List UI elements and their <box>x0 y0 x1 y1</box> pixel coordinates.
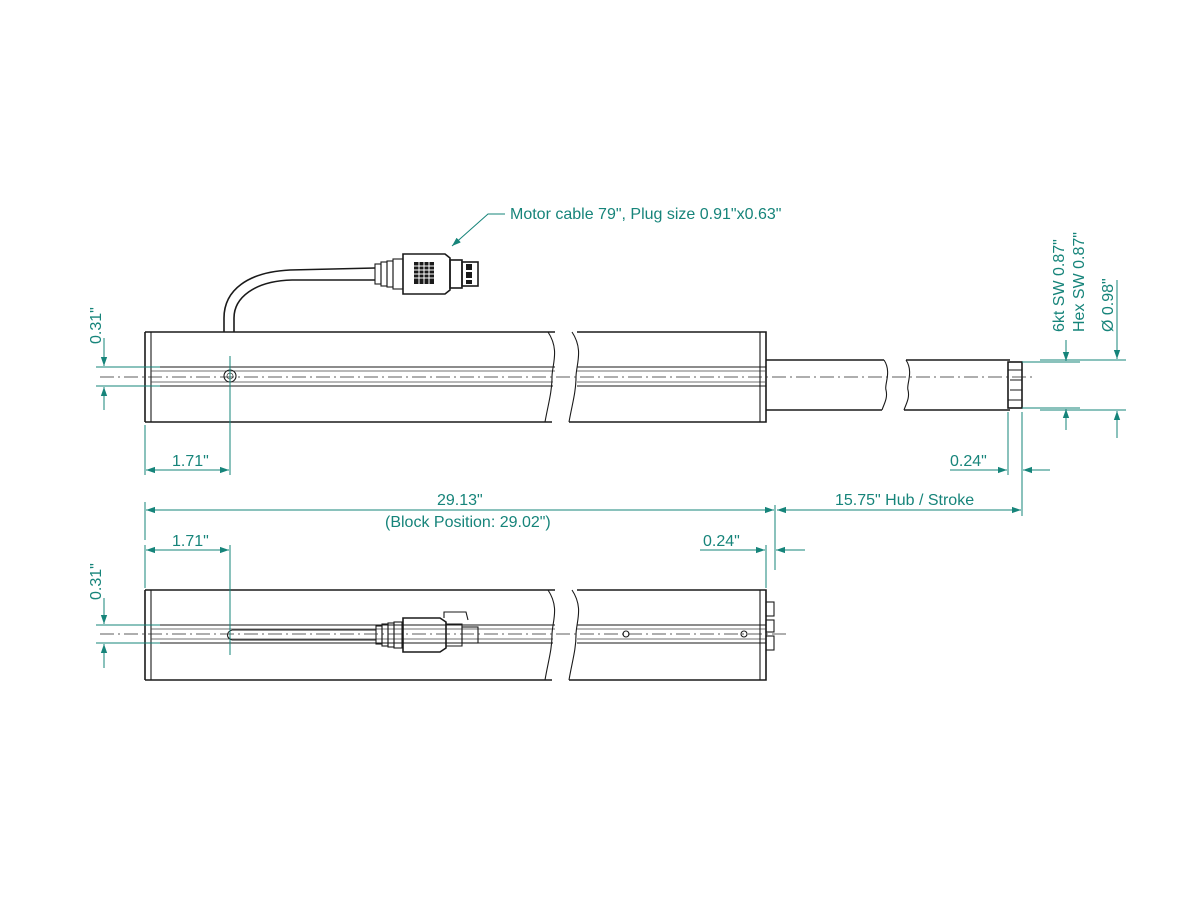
bottom-view-actuator <box>100 589 790 681</box>
top-end-offset: 0.24" <box>950 453 987 470</box>
bottom-dimensions: 0.31" 1.71" 0.24" <box>88 533 805 668</box>
bottom-end-offset: 0.24" <box>703 533 740 550</box>
motor-cable-callout: Motor cable 79", Plug size 0.91"x0.63" <box>451 206 781 247</box>
bottom-left-offset: 1.71" <box>172 533 209 550</box>
diameter-label: Ø 0.98" <box>1100 278 1117 332</box>
motor-cable <box>223 253 479 332</box>
bottom-height-offset: 0.31" <box>88 563 105 600</box>
overall-length: 29.13" <box>437 492 483 509</box>
hex-sw-en-label: Hex SW 0.87" <box>1071 232 1088 332</box>
hex-sw-label: 6kt SW 0.87" <box>1051 239 1068 332</box>
top-view-actuator <box>100 331 1035 423</box>
stroke-length: 15.75" Hub / Stroke <box>835 492 974 509</box>
block-position: (Block Position: 29.02") <box>385 514 551 531</box>
top-left-offset: 1.71" <box>172 453 209 470</box>
top-height-offset: 0.31" <box>88 307 105 344</box>
top-dimensions: 0.31" 1.71" 0.24" 6kt SW 0.87" Hex SW 0.… <box>88 232 1126 516</box>
motor-cable-label: Motor cable 79", Plug size 0.91"x0.63" <box>510 206 781 223</box>
overall-dimensions: 29.13" (Block Position: 29.02") 15.75" H… <box>144 492 1021 570</box>
